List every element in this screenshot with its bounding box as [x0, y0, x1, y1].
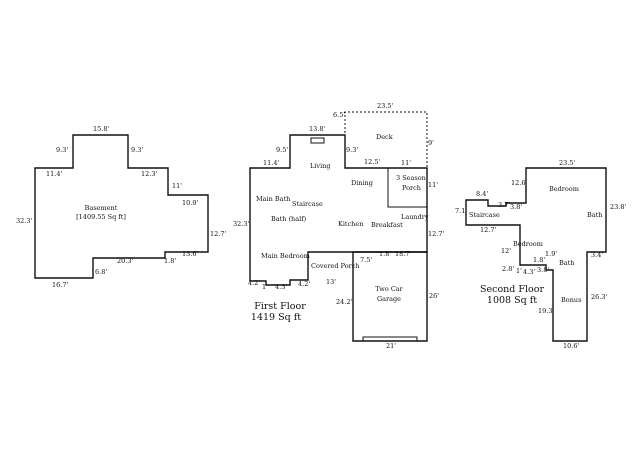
sf-room-bedroom-mid: Bedroom [513, 240, 543, 248]
sf-dim-low-e: 3.8' [537, 266, 549, 274]
room-three-season-1: 3 Season [396, 174, 426, 182]
room-garage-1: Two Car [375, 285, 403, 293]
ff-dim-porch-top: 12.5' [364, 158, 380, 166]
room-laundry: Laundry [401, 213, 429, 221]
basement-dim-right-low: 12.7' [210, 230, 226, 238]
sf-dim-low-c: 4.3' [523, 268, 535, 276]
room-breakfast: Breakfast [371, 221, 403, 229]
basement-dim-left: 32.3' [16, 217, 32, 225]
sf-dim-low-d: 1.8' [533, 256, 545, 264]
second-floor-title: Second Floor [480, 284, 544, 295]
sf-dim-mid-h: 12.7' [480, 226, 496, 234]
sf-dim-mid-v: 12' [501, 247, 511, 255]
ff-dim-porch-w: 11' [401, 159, 411, 167]
ff-dim-right: 12.7' [428, 230, 444, 238]
sf-dim-right-step: 3.4' [591, 251, 603, 259]
basement-outline [34, 134, 209, 279]
ff-dim-top: 13.8' [309, 125, 325, 133]
basement-dim-top-left: 9.3' [56, 146, 68, 154]
sf-dim-left-top: 12.6' [511, 179, 527, 187]
second-floor-area: 1008 Sq ft [487, 295, 537, 306]
sf-dim-low-b: 1' [516, 267, 522, 275]
room-kitchen: Kitchen [338, 220, 363, 228]
ff-dim-deck-left: 6.5' [333, 111, 345, 119]
porch-wall [387, 168, 427, 208]
sf-room-bath-right: Bath [587, 211, 602, 219]
room-three-season-2: Porch [402, 184, 421, 192]
sf-dim-stair-left: 7.1' [455, 207, 467, 215]
room-dining: Dining [351, 179, 373, 187]
sf-dim-bonus-right: 26.3' [591, 293, 607, 301]
basement-area: [1409.55 Sq ft] [76, 213, 126, 221]
ff-dim-deck-right: 9' [428, 139, 434, 147]
basement-dim-top: 15.8' [93, 125, 109, 133]
ff-dim-g-top-b: 1.8' [379, 250, 391, 258]
sf-dim-bonus-left: 19.3' [538, 307, 554, 315]
sf-dim-low-f: 1.9' [545, 250, 557, 258]
room-covered-porch: Covered Porch [311, 262, 360, 270]
ff-dim-bl-c: 4.3' [275, 283, 287, 291]
first-floor-plan: Deck 23.5' 6.5' 9' 13.8' 9.5' 11.4' 9.3'… [233, 102, 444, 350]
sf-dim-low-a: 2.8' [502, 265, 514, 273]
sf-room-bonus: Bonus [561, 296, 581, 304]
room-bath-half: Bath (half) [271, 215, 307, 223]
living-fixture [310, 137, 325, 144]
room-garage-2: Garage [377, 295, 401, 303]
room-living: Living [310, 162, 331, 170]
sf-room-bath-low: Bath [559, 259, 574, 267]
sf-dim-notch-b: 3.8' [510, 203, 522, 211]
deck-outline [344, 111, 428, 207]
sf-room-bedroom-top: Bedroom [549, 185, 579, 193]
basement-dim-inner-h: 20.3' [117, 257, 133, 265]
basement-dim-shoulder-left: 11.4' [46, 170, 62, 178]
basement-dim-small: 1.8' [164, 257, 176, 265]
ff-dim-bl-b: 1' [262, 283, 268, 291]
sf-dim-right: 23.8' [610, 203, 626, 211]
room-main-bedroom: Main Bedroom [261, 252, 310, 260]
ff-dim-g-top-a: 7.5' [360, 256, 372, 264]
basement-dim-lower-right: 13.6' [182, 250, 198, 258]
ff-dim-left: 32.3' [233, 220, 249, 228]
ff-dim-deck-top: 23.5' [377, 102, 393, 110]
sf-dim-notch-a: 3.7' [498, 201, 510, 209]
ff-dim-dining-in: 9.3' [346, 146, 358, 154]
basement-dim-right-mid: 10.9' [182, 199, 198, 207]
basement-plan: 15.8' 9.3' 9.3' 11.4' 12.3' 11' 10.9' 12… [16, 125, 226, 289]
second-floor-outline [465, 167, 607, 342]
ff-dim-bl-a: 4.2' [248, 279, 260, 287]
ff-dim-garage-bottom: 21' [386, 342, 396, 350]
ff-dim-top-left: 9.5' [276, 146, 288, 154]
ff-dim-garage-right: 26' [429, 292, 439, 300]
sf-dim-top: 23.5' [559, 159, 575, 167]
ff-dim-garage-left: 24.2' [336, 298, 352, 306]
ff-dim-porch-side: 11' [428, 181, 438, 189]
basement-label: Basement [85, 204, 118, 212]
first-floor-area: 1419 Sq ft [251, 312, 301, 323]
ff-dim-porch: 13' [326, 278, 336, 286]
garage-outline [352, 251, 428, 342]
second-floor-plan: 23.5' 12.6' 8.4' 7.1' 3.7' 3.8' 23.8' 12… [455, 159, 626, 350]
room-staircase: Staircase [292, 200, 323, 208]
ff-dim-g-top-c: 18.7' [395, 250, 411, 258]
first-floor-title: First Floor [254, 301, 306, 312]
ff-dim-shoulder: 11.4' [263, 159, 279, 167]
sf-dim-bottom: 10.6' [563, 342, 579, 350]
basement-dim-top-right: 9.3' [131, 146, 143, 154]
sf-dim-stair-top: 8.4' [476, 190, 488, 198]
room-deck: Deck [376, 133, 393, 141]
room-main-bath: Main Bath [256, 195, 290, 203]
basement-dim-bottom: 16.7' [52, 281, 68, 289]
ff-dim-bl-d: 4.2' [298, 280, 310, 288]
first-floor-outline [249, 134, 428, 286]
basement-dim-shoulder-right: 12.3' [141, 170, 157, 178]
basement-dim-right-step: 11' [172, 182, 182, 190]
garage-door [362, 336, 418, 342]
sf-room-staircase: Staircase [469, 211, 500, 219]
basement-dim-inner-v: 6.8' [95, 268, 107, 276]
